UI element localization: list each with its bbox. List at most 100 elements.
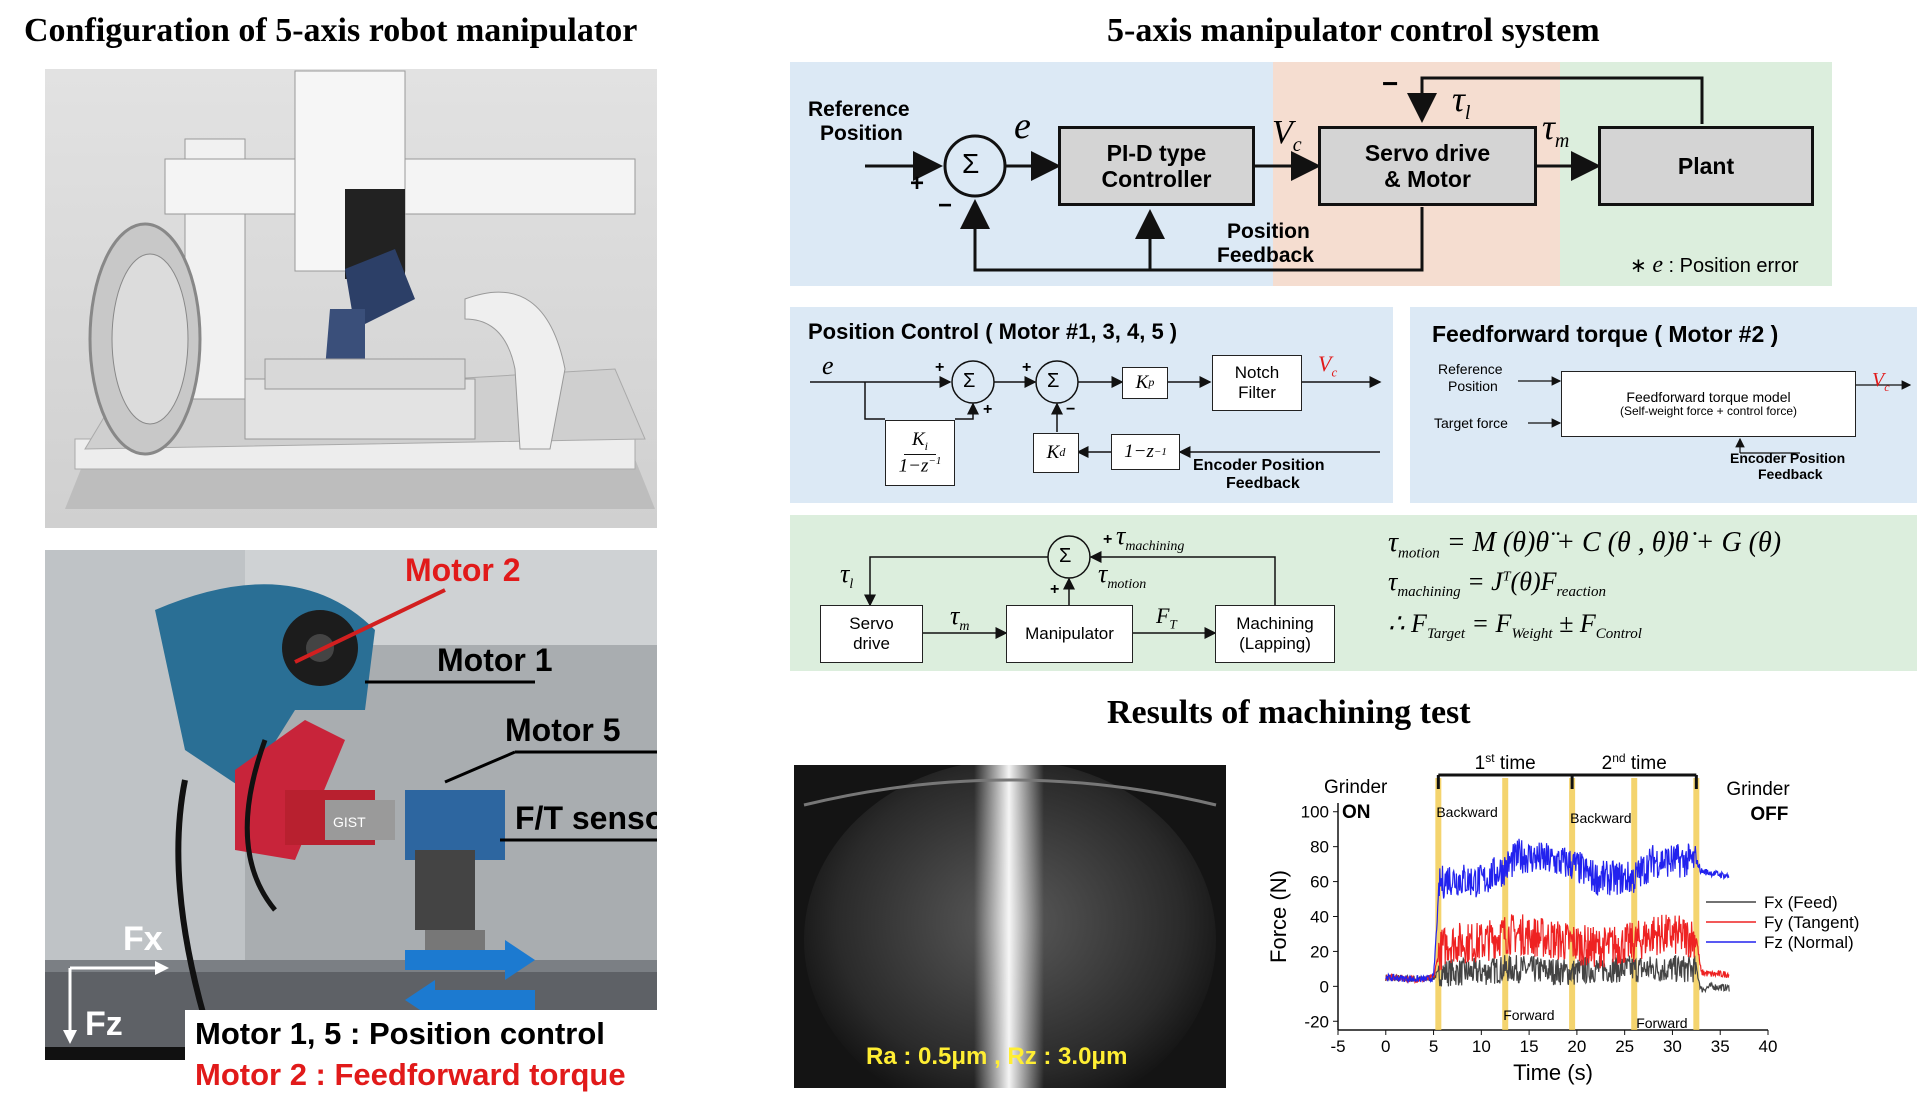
pc-encoder-label-2: Feedback xyxy=(1226,475,1300,492)
motor1-label: Motor 1 xyxy=(437,642,553,678)
y-tick-label: -20 xyxy=(1304,1012,1329,1031)
motor5-label: Motor 5 xyxy=(505,712,621,748)
feedforward-lines xyxy=(1518,376,1912,454)
grinder-off-state: OFF xyxy=(1750,804,1788,825)
position-control-lines xyxy=(810,360,1382,458)
control-title: 5-axis manipulator control system xyxy=(1107,12,1600,49)
equation-machining: τmachining = JT(θ)Freaction xyxy=(1388,567,1606,601)
machine-render-illustration xyxy=(65,70,655,509)
legend-label-2: Fz (Normal) xyxy=(1764,933,1854,952)
position-feedback-label-2: Feedback xyxy=(1217,244,1314,267)
phase-marker xyxy=(1631,778,1638,1030)
feedforward-title: Feedforward torque ( Motor #2 ) xyxy=(1432,321,1779,347)
control-diagram-lines xyxy=(865,76,1704,272)
series-line-2 xyxy=(1385,838,1730,984)
backward-label-1: Backward xyxy=(1436,804,1497,820)
x-tick-label: 15 xyxy=(1520,1037,1539,1056)
manipulator-block: Manipulator xyxy=(1006,605,1133,663)
first-time-label: 1st time xyxy=(1475,751,1536,774)
y-axis-label: Force (N) xyxy=(1266,870,1291,963)
tau-l-minus: − xyxy=(1382,68,1399,99)
x-tick-label: 10 xyxy=(1472,1037,1491,1056)
tau-m-symbol: τm xyxy=(1542,107,1570,153)
series-line-1 xyxy=(1385,914,1730,985)
legend-label-0: Fx (Feed) xyxy=(1764,893,1838,912)
x-tick-label: 40 xyxy=(1759,1037,1778,1056)
position-control-panel: Position Control ( Motor #1, 3, 4, 5 ) e… xyxy=(790,307,1393,503)
torque-tau-l-symbol: τl xyxy=(840,559,854,593)
caption-feedforward-torque: Motor 2 : Feedforward torque xyxy=(195,1057,626,1092)
control-diagram: Σ Reference Position + − e Vc τl − τm PI… xyxy=(790,62,1832,286)
left-title: Configuration of 5-axis robot manipulato… xyxy=(24,12,638,49)
backward-label-2: Backward xyxy=(1570,810,1631,826)
caption-position-control: Motor 1, 5 : Position control xyxy=(195,1016,605,1051)
grinder-on-state: ON xyxy=(1342,802,1371,823)
torque-plus2: + xyxy=(1050,581,1060,598)
pc-error-symbol: e xyxy=(822,351,834,380)
phase-marker xyxy=(1569,778,1576,1030)
ff-ref-label-2: Position xyxy=(1448,378,1498,394)
ff-encoder-label-1: Encoder Position xyxy=(1730,450,1846,466)
robot-arm-illustration xyxy=(45,550,657,1060)
plant-block: Plant xyxy=(1598,126,1814,206)
x-tick-label: 5 xyxy=(1429,1037,1438,1056)
torque-tau-m-symbol: τm xyxy=(950,601,970,635)
second-time-label: 2nd time xyxy=(1602,751,1667,774)
torque-plus1: + xyxy=(1103,531,1113,548)
torque-ft-symbol: FT xyxy=(1156,603,1177,632)
pc-vc-symbol: Vc xyxy=(1318,351,1338,380)
fz-label: Fz xyxy=(85,1005,123,1043)
x-tick-label: 25 xyxy=(1615,1037,1634,1056)
roughness-caption: Ra : 0.5μm , Rz : 3.0μm xyxy=(866,1043,1128,1070)
ff-ref-label-1: Reference xyxy=(1438,361,1503,377)
y-tick-label: 80 xyxy=(1310,838,1329,857)
gist-label: GIST xyxy=(333,814,366,830)
x-tick-label: -5 xyxy=(1330,1037,1345,1056)
x-tick-label: 0 xyxy=(1381,1037,1390,1056)
y-tick-label: 40 xyxy=(1310,908,1329,927)
y-tick-label: 60 xyxy=(1310,873,1329,892)
position-control-title: Position Control ( Motor #1, 3, 4, 5 ) xyxy=(808,319,1178,344)
fx-label: Fx xyxy=(123,920,163,958)
forward-label-1: Forward xyxy=(1503,1007,1554,1023)
equation-target-force: ∴ FTarget = FWeight ± FControl xyxy=(1388,609,1642,643)
machine-render-image xyxy=(45,69,657,528)
minus-sign: − xyxy=(938,192,953,219)
phase-marker xyxy=(1693,778,1700,1030)
pc-encoder-label-1: Encoder Position xyxy=(1193,457,1325,474)
x-tick-label: 20 xyxy=(1567,1037,1586,1056)
pc-plus1: + xyxy=(935,359,945,376)
y-tick-label: 20 xyxy=(1310,942,1329,961)
pc-plus2: + xyxy=(983,401,993,418)
tau-machining-symbol: τmachining xyxy=(1116,521,1185,555)
phase-marker xyxy=(1502,778,1509,1030)
x-tick-label: 30 xyxy=(1663,1037,1682,1056)
pc-sum1-symbol: Σ xyxy=(963,370,976,392)
feedforward-panel: Feedforward torque ( Motor #2 ) Referenc… xyxy=(1410,307,1917,503)
legend-label-1: Fy (Tangent) xyxy=(1764,913,1859,932)
grinder-off-label: Grinder xyxy=(1726,779,1790,800)
plus-sign: + xyxy=(910,170,925,197)
forward-label-2: Forward xyxy=(1636,1015,1687,1031)
torque-lines xyxy=(864,535,1276,639)
torque-sum-symbol: Σ xyxy=(1059,545,1072,567)
position-feedback-label-1: Position xyxy=(1227,220,1310,243)
ff-vc-symbol: Vc xyxy=(1872,369,1890,394)
ff-model-block: Feedforward torque model(Self-weight for… xyxy=(1561,371,1856,437)
error-symbol: e xyxy=(1014,105,1031,147)
ki-integrator-block: Ki 1−z−1 xyxy=(885,420,955,486)
ff-target-label: Target force xyxy=(1434,415,1508,431)
ft-sensor-label: F/T sensor xyxy=(515,800,657,836)
pc-sum2-symbol: Σ xyxy=(1047,370,1060,392)
series-line-0 xyxy=(1385,955,1730,994)
y-tick-label: 0 xyxy=(1320,977,1329,996)
robot-arm-photo: GIST Motor 2 Motor 1 Motor 5 F/T sensor … xyxy=(45,550,657,1060)
x-tick-label: 35 xyxy=(1711,1037,1730,1056)
reference-label-2: Position xyxy=(820,122,903,145)
grinder-on-label: Grinder xyxy=(1324,777,1388,798)
